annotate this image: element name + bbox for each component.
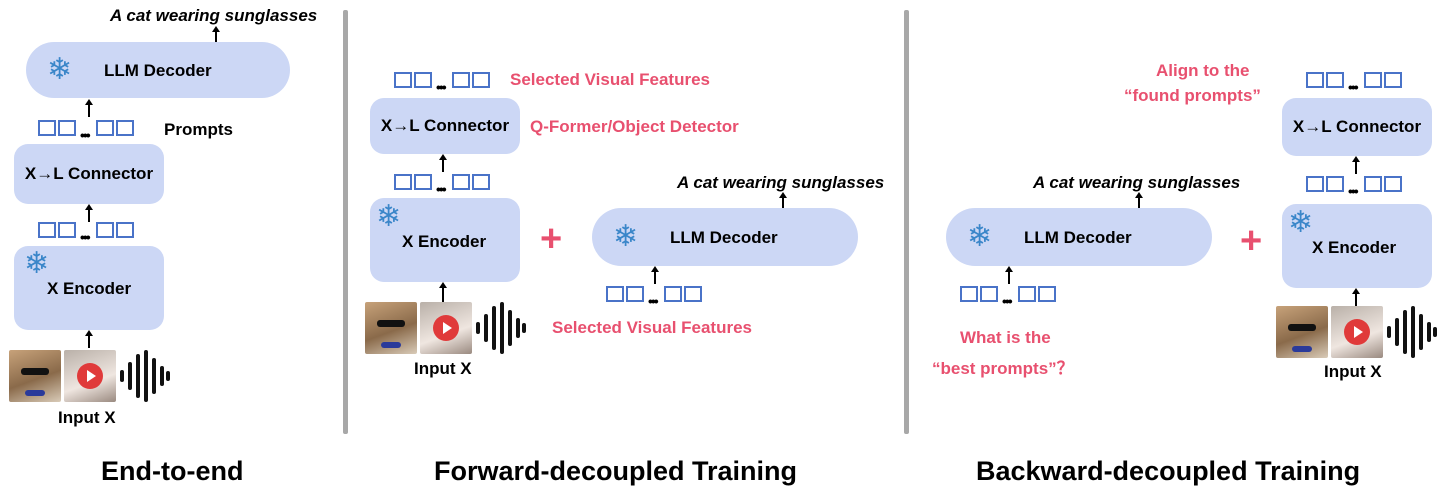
best-prompt-tokens: ••• bbox=[960, 286, 1060, 308]
audio-waveform-icon bbox=[120, 350, 170, 402]
connector-label-backward: X→L Connector bbox=[1292, 117, 1422, 136]
panel-title-forward: Forward-decoupled Training bbox=[434, 456, 798, 486]
output-caption-forward: A cat wearing sunglasses bbox=[677, 173, 885, 192]
arrow-up-icon bbox=[439, 154, 447, 172]
snowflake-icon: ❄ bbox=[613, 220, 639, 253]
align-label-line1: Align to the bbox=[1156, 61, 1250, 80]
video-thumbnail bbox=[64, 350, 116, 402]
selected-feature-tokens-top: ••• bbox=[394, 72, 494, 94]
connector-label-e2e: X→L Connector bbox=[24, 164, 154, 183]
x-encoder-label-backward: X Encoder bbox=[1312, 238, 1397, 257]
arrow-up-icon bbox=[1352, 288, 1360, 308]
video-thumbnail bbox=[420, 302, 472, 354]
arrow-up-icon bbox=[651, 266, 659, 284]
cat-image-thumbnail bbox=[365, 302, 417, 354]
play-icon bbox=[433, 315, 459, 341]
snowflake-icon: ❄ bbox=[967, 220, 993, 253]
snowflake-icon: ❄ bbox=[24, 247, 50, 280]
selected-visual-features-label-top: Selected Visual Features bbox=[510, 70, 711, 89]
what-label-line1: What is the bbox=[960, 328, 1051, 347]
x-encoder-box-e2e bbox=[14, 246, 164, 330]
input-x-label-backward: Input X bbox=[1324, 362, 1382, 381]
connector-box-backward: X→L Connector bbox=[1282, 98, 1432, 156]
plus-icon: + bbox=[540, 218, 563, 260]
cat-image-thumbnail bbox=[1276, 306, 1328, 358]
cat-image-thumbnail bbox=[9, 350, 61, 402]
connector-label-forward: X→L Connector bbox=[380, 116, 510, 135]
snowflake-icon: ❄ bbox=[1288, 206, 1314, 239]
llm-decoder-box-backward bbox=[946, 208, 1212, 266]
found-prompt-tokens: ••• bbox=[1306, 72, 1406, 94]
x-encoder-label-e2e: X Encoder bbox=[47, 279, 132, 298]
panel-divider-right bbox=[904, 10, 909, 434]
audio-waveform-icon bbox=[1387, 306, 1437, 358]
feature-tokens-e2e: ••• bbox=[38, 222, 138, 244]
feature-tokens-forward: ••• bbox=[394, 174, 494, 196]
llm-decoder-box-e2e bbox=[26, 42, 290, 98]
arrow-up-icon bbox=[212, 26, 220, 42]
play-icon bbox=[77, 363, 103, 389]
connector-box-forward: X→L Connector bbox=[370, 98, 520, 154]
arrow-up-icon bbox=[1135, 192, 1143, 208]
align-label-line2: “found prompts” bbox=[1124, 86, 1261, 105]
panel-divider-left bbox=[343, 10, 348, 434]
snowflake-icon: ❄ bbox=[376, 200, 402, 233]
llm-decoder-label-e2e: LLM Decoder bbox=[104, 61, 212, 80]
x-encoder-label-forward: X Encoder bbox=[402, 232, 487, 251]
output-caption-backward: A cat wearing sunglasses bbox=[1033, 173, 1241, 192]
arrow-up-icon bbox=[85, 204, 93, 222]
x-encoder-box-backward bbox=[1282, 204, 1432, 288]
audio-waveform-icon bbox=[476, 302, 526, 354]
plus-icon: + bbox=[1240, 220, 1263, 262]
panel-title-backward: Backward-decoupled Training bbox=[976, 456, 1361, 486]
play-icon bbox=[1344, 319, 1370, 345]
video-thumbnail bbox=[1331, 306, 1383, 358]
x-encoder-box-forward bbox=[370, 198, 520, 282]
prompt-tokens-e2e: ••• bbox=[38, 120, 138, 142]
selected-feature-tokens-bottom: ••• bbox=[606, 286, 706, 308]
arrow-up-icon bbox=[1352, 156, 1360, 174]
qformer-label: Q-Former/Object Detector bbox=[530, 117, 739, 136]
arrow-up-icon bbox=[1005, 266, 1013, 284]
selected-visual-features-label-bottom: Selected Visual Features bbox=[552, 318, 753, 337]
connector-box-e2e: X→L Connector bbox=[14, 144, 164, 204]
input-x-label-e2e: Input X bbox=[58, 408, 116, 427]
arrow-up-icon bbox=[85, 330, 93, 348]
llm-decoder-label-forward: LLM Decoder bbox=[670, 228, 778, 247]
llm-decoder-label-backward: LLM Decoder bbox=[1024, 228, 1132, 247]
arrow-up-icon bbox=[439, 282, 447, 302]
arrow-up-icon bbox=[85, 99, 93, 117]
panel-title-end-to-end: End-to-end bbox=[101, 456, 244, 486]
input-x-label-forward: Input X bbox=[414, 359, 472, 378]
prompts-label: Prompts bbox=[164, 120, 233, 139]
what-label-line2: “best prompts”？ bbox=[932, 359, 1074, 378]
output-caption-e2e: A cat wearing sunglasses bbox=[110, 6, 318, 25]
arrow-up-icon bbox=[779, 192, 787, 208]
llm-decoder-box-forward bbox=[592, 208, 858, 266]
feature-tokens-backward: ••• bbox=[1306, 176, 1406, 198]
snowflake-icon: ❄ bbox=[47, 53, 73, 86]
